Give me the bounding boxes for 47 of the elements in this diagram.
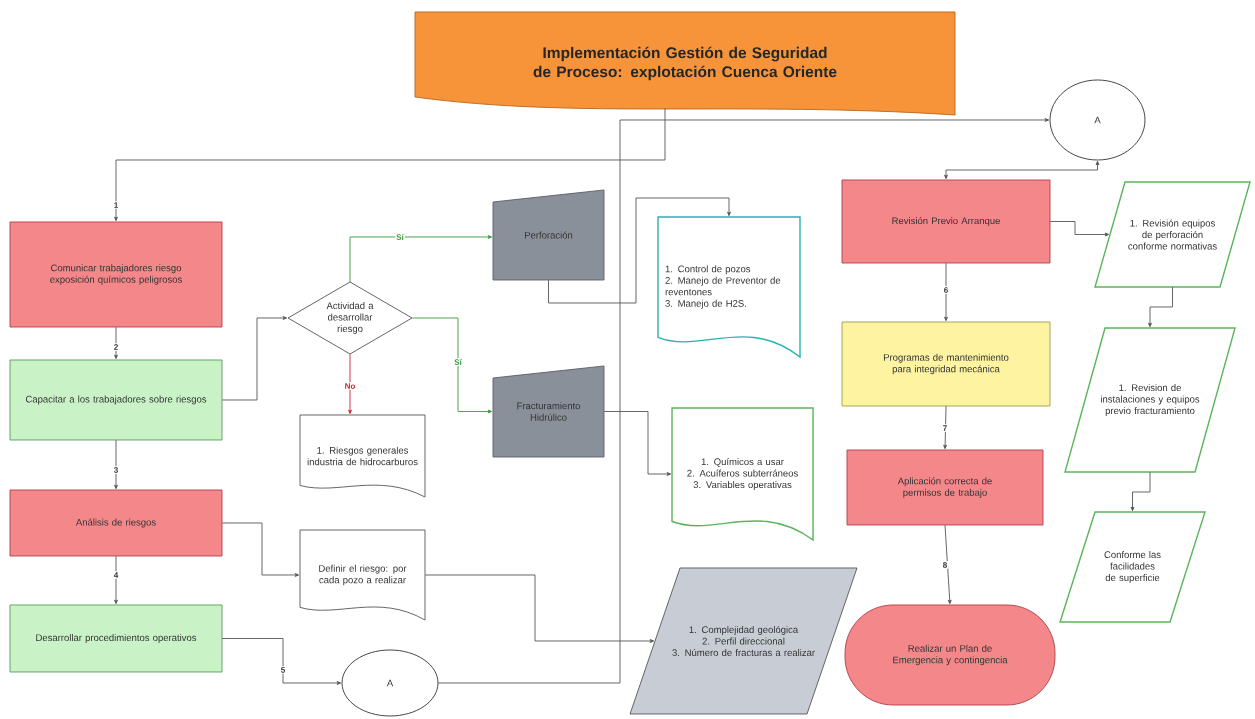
arrow bbox=[1049, 221, 1110, 237]
process-box: Programas de mantenimiento para integridad mecánica bbox=[841, 321, 1051, 407]
arrow bbox=[944, 160, 1100, 180]
edge-label: 8 bbox=[941, 561, 949, 569]
arrow bbox=[114, 326, 118, 360]
arrow bbox=[348, 353, 352, 415]
process-box: Revisión Previo Arranque bbox=[841, 179, 1051, 264]
edge-label: 7 bbox=[941, 424, 949, 432]
parallelogram-box: Conforme las facilidades de superficie bbox=[1059, 511, 1206, 623]
arrow bbox=[548, 197, 731, 304]
edge-label: 6 bbox=[942, 286, 950, 294]
edge-label: 2 bbox=[112, 343, 120, 351]
edge-label: 4 bbox=[112, 571, 120, 579]
arrow bbox=[1130, 471, 1151, 512]
arrow bbox=[944, 524, 952, 605]
process-box: Capacitar a los trabajadores sobre riesgos bbox=[9, 359, 223, 441]
parallelogram-box: 1. Revisión equipos de perforación conforme normativas bbox=[1094, 181, 1251, 288]
trapezoid-box: Perforación bbox=[492, 189, 605, 281]
arrow bbox=[943, 405, 948, 450]
arrow bbox=[603, 411, 672, 476]
arrow bbox=[114, 107, 666, 222]
title-banner: Implementación Gestión de Seguridad de Proceso: explotación Cuenca Oriente bbox=[414, 11, 956, 116]
arrow bbox=[411, 317, 493, 414]
edge-label: 5 bbox=[279, 666, 287, 674]
edge-label: Sí bbox=[395, 233, 405, 241]
terminal-box: Realizar un Plan de Emergencia y contingencia bbox=[844, 604, 1056, 706]
arrow bbox=[1148, 286, 1173, 328]
trapezoid-box: Fracturamiento Hidrúlico bbox=[492, 365, 605, 458]
arrow bbox=[944, 262, 948, 322]
arrow bbox=[114, 439, 118, 490]
parallelogram-box: 1. Revision de instalaciones y equipos previo fracturamiento bbox=[1064, 327, 1236, 473]
process-box: Desarrollar procedimientos operativos bbox=[9, 604, 223, 673]
process-box: Comunicar trabajadores riesgo exposición químicos peligrosos bbox=[9, 221, 223, 328]
parallelogram-box: 1. Complejidad geológica 2. Perfil direccional 3. Número de fracturas a realizar bbox=[629, 567, 858, 715]
edge-label: Sí bbox=[453, 358, 463, 366]
arrow bbox=[221, 522, 300, 577]
process-box: Aplicación correcta de permisos de trabajo bbox=[846, 449, 1044, 526]
arrow bbox=[349, 235, 493, 283]
arrow bbox=[114, 555, 118, 605]
arrow bbox=[221, 316, 288, 401]
edge-label: No bbox=[343, 382, 357, 390]
edge-label: 1 bbox=[112, 201, 120, 209]
arrow bbox=[437, 118, 1050, 684]
arrow bbox=[221, 638, 342, 685]
edge-label: 3 bbox=[112, 466, 120, 474]
arrow bbox=[424, 574, 655, 643]
process-box: Análisis de riesgos bbox=[9, 489, 223, 557]
